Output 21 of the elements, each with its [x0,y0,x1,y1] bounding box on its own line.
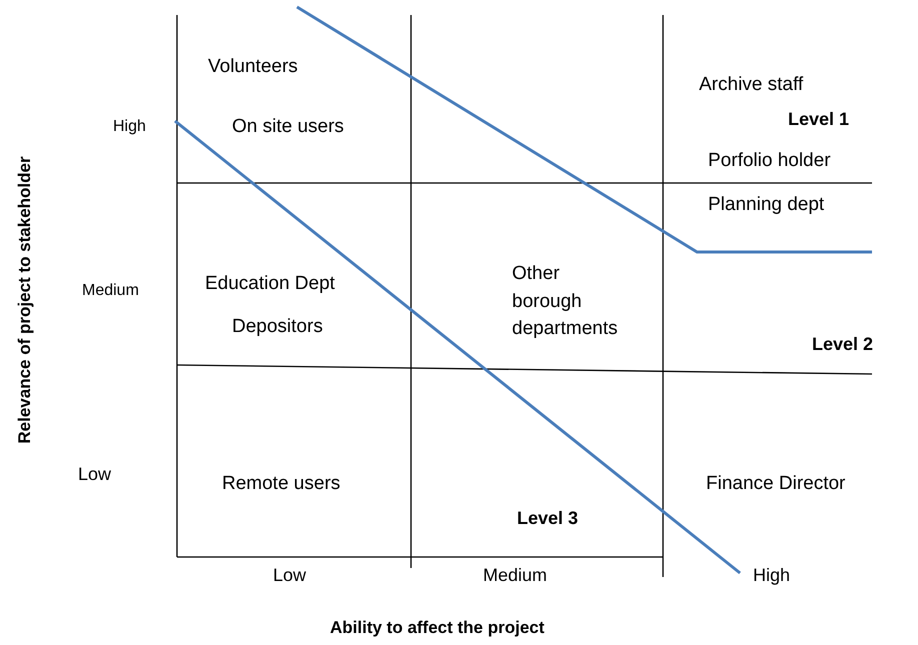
stakeholder-label: On site users [232,116,344,139]
axis-title: Ability to affect the project [330,618,544,638]
axis-label: Low [273,565,306,587]
stakeholder-label: Remote users [222,473,340,496]
axis-label: High [753,565,790,587]
axis-label: Medium [82,281,139,300]
stakeholder-label: Finance Director [706,473,846,496]
axis-label: Low [78,464,112,486]
stakeholder-label: Education Dept [205,273,335,296]
axis-label: Medium [483,565,548,587]
stakeholder-label: Porfolio holder [708,150,831,173]
stakeholder-label: Depositors [232,316,323,339]
stakeholder-label: Other borough departments [512,262,619,342]
stakeholder-label: Volunteers [208,56,298,79]
level-label: Level 3 [517,508,578,530]
axis-title: Relevance of project to stakeholder [14,156,35,444]
level-label: Level 2 [812,334,874,356]
level-label: Level 1 [788,109,850,131]
stakeholder-label: Planning dept [708,194,824,217]
stakeholder-label: Archive staff [699,74,804,97]
axis-label: High [113,117,146,136]
